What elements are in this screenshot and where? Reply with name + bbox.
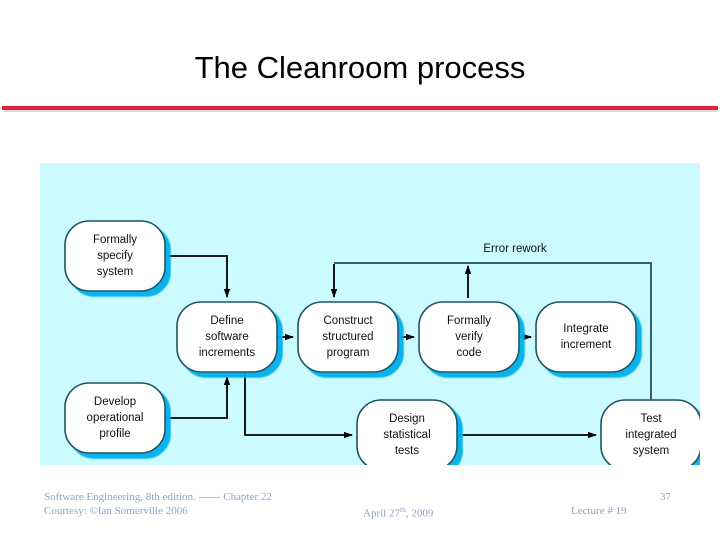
title-divider-shadow (4, 110, 718, 112)
node-label-line: increments (199, 347, 255, 359)
node-label-line: Define (210, 315, 243, 327)
edge-label-error-rework: Error rework (483, 243, 547, 255)
node-test-integrated-system[interactable]: Test integrated system (600, 399, 700, 465)
node-label-line: increment (561, 339, 612, 351)
node-label-line: statistical (383, 429, 430, 441)
node-develop-operational-profile[interactable]: Develop operational profile (64, 382, 166, 454)
node-label-line: structured (322, 331, 373, 343)
node-label-line: Formally (93, 234, 137, 246)
page-title: The Cleanroom process (194, 50, 526, 85)
footer-date-suffix: , 2009 (405, 507, 434, 520)
node-label-line: Design (389, 413, 425, 425)
node-formally-specify-system[interactable]: Formally specify system (64, 220, 166, 292)
node-label-line: operational (87, 412, 144, 424)
diagram-canvas: Error rework Formally specify system Dev… (64, 220, 700, 465)
node-label-line: Formally (447, 315, 491, 327)
edge-specify-to-define (165, 255, 231, 298)
node-label-line: system (97, 266, 133, 278)
node-label-line: integrated (625, 429, 676, 441)
footer-lecture-number: Lecture # 19 (571, 505, 627, 517)
cleanroom-process-diagram: Error rework Formally specify system Dev… (40, 163, 700, 465)
node-label-line: code (457, 347, 482, 359)
node-label-line: Develop (94, 396, 136, 408)
node-label-line: software (205, 331, 248, 343)
node-label-line: Construct (323, 315, 373, 327)
node-label-line: Test (640, 413, 662, 425)
footer-date-prefix: April 27 (363, 507, 400, 520)
node-construct-structured-program[interactable]: Construct structured program (297, 301, 399, 373)
error-rework-loop (334, 262, 652, 400)
node-label-line: program (327, 347, 370, 359)
node-label-line: tests (395, 445, 420, 457)
title-area: The Cleanroom process (0, 42, 720, 94)
slide-footer: Software Engineering, 8th edition. -----… (0, 488, 720, 534)
edge-profile-to-define (165, 376, 231, 419)
node-label-line: verify (455, 331, 483, 343)
node-formally-verify-code[interactable]: Formally verify code (418, 301, 520, 373)
footer-courtesy: Courtesy: ©Ian Somerville 2006 (44, 505, 188, 517)
edge-layer (165, 255, 597, 439)
edge-define-to-design-tests (244, 372, 353, 439)
node-integrate-increment[interactable]: Integrate increment (535, 301, 637, 373)
title-divider-rule (2, 106, 718, 110)
node-design-statistical-tests[interactable]: Design statistical tests (356, 399, 458, 465)
footer-page-number: 37 (660, 491, 671, 503)
node-label-line: system (633, 445, 669, 457)
footer-date: April 27th, 2009 (363, 505, 433, 520)
node-label-line: Integrate (563, 323, 608, 335)
footer-source: Software Engineering, 8th edition. -----… (44, 491, 272, 503)
node-define-software-increments[interactable]: Define software increments (176, 301, 278, 373)
node-label-line: specify (97, 250, 133, 262)
footer-date-ordinal: th (399, 505, 406, 514)
node-label-line: profile (99, 428, 130, 440)
